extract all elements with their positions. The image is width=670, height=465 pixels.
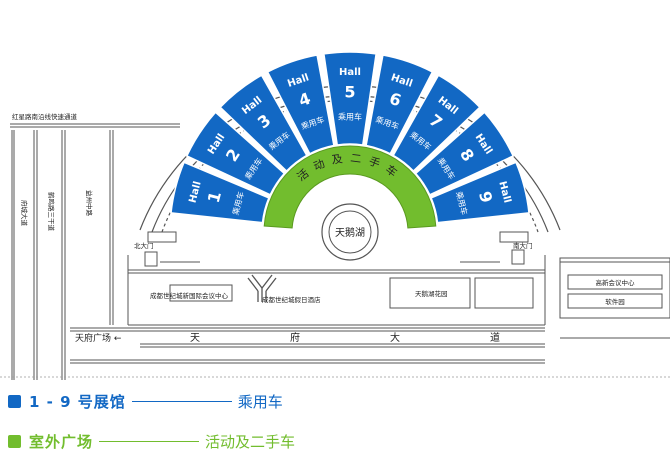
hall-word: Hall [187,180,203,204]
legend-line-halls [131,401,232,402]
lake-label: 天鹅湖 [335,226,365,239]
hall-shape[interactable] [266,54,335,155]
swan-lake: 天鹅湖 [321,203,379,261]
hall-shape[interactable] [414,111,515,196]
legend-label-halls: 1 - 9 号展馆 [29,393,126,411]
avenue-char-2: 府 [290,331,300,344]
hall-number: 1 [204,189,225,205]
hall-number: 5 [344,83,355,102]
north-gate: 北大门 [134,231,177,267]
hall-shape[interactable] [430,161,530,224]
hall-number: 9 [475,189,496,205]
legend-row-halls: 1 - 9 号展馆 乘用车 [8,391,283,412]
hall-shape[interactable] [323,51,377,146]
hotel-y-building [247,274,277,302]
road-label-2: 鹤鸣路三干道 [47,192,56,232]
svg-text:北大门: 北大门 [134,241,154,250]
tianfu-square-label: 天府广场 ← [75,332,122,344]
legend-swatch-plaza [8,435,21,448]
hall-shape[interactable] [185,111,286,196]
legend-swatch-halls [8,395,21,408]
hall-shape[interactable] [170,161,270,224]
hall-type: 乘用车 [338,112,362,122]
holiday-hotel-label: 成都世纪城假日酒店 [262,295,321,304]
legend-label-plaza: 室外广场 [29,433,94,451]
hall-5[interactable]: Hall 5 乘用车 [323,51,377,146]
hall-word: Hall [496,180,512,204]
hall-word: Hall [339,67,361,78]
outdoor-plaza[interactable] [263,145,437,229]
legend-desc-halls: 乘用车 [237,393,283,411]
avenue-char-3: 大 [390,331,400,344]
conference-center-label: 成都世纪城新国际会议中心 [150,291,229,300]
avenue-char-4: 道 [490,331,500,344]
legend-line-plaza [99,441,200,442]
avenue-char-1: 天 [190,333,200,344]
legend-desc-plaza: 活动及二手车 [205,433,296,451]
south-gate: 南大门 [499,231,533,265]
software-park-label: 软件园 [605,297,625,306]
hall-shape[interactable] [219,74,308,173]
road-label-3: 益州中路 [85,190,94,217]
hitech-center-label: 高新会议中心 [596,278,636,287]
hall-shape[interactable] [365,54,434,155]
expressway-label: 红星路南沿线快速通道 [12,112,78,121]
tianfu-avenue [70,327,545,364]
road-label-1: 府城大道 [20,200,29,227]
site-layout [127,255,670,339]
left-roads [10,123,180,380]
svg-text:南大门: 南大门 [513,241,533,250]
swan-garden-label: 天鹅湖花园 [415,289,448,298]
hall-shape[interactable] [392,74,481,173]
legend-row-plaza: 室外广场 活动及二手车 [8,431,295,452]
